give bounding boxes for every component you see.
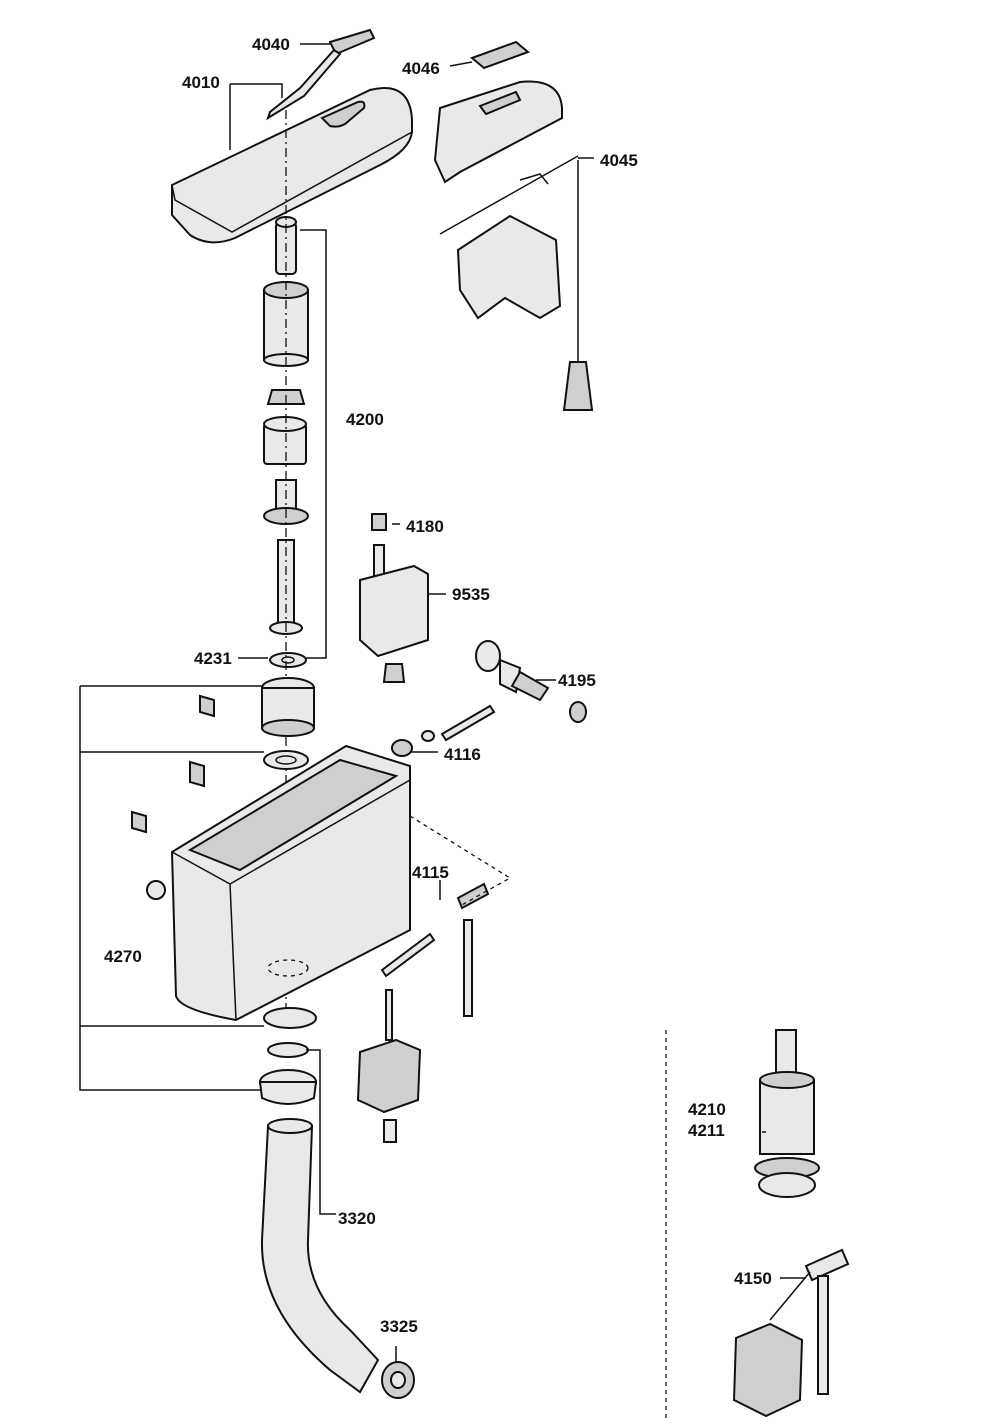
label-9535: 9535 [452,585,490,604]
inlet-connector [380,882,490,1017]
label-4150: 4150 [734,1269,772,1288]
label-4116: 4116 [444,745,481,764]
label-4200: 4200 [346,410,384,429]
label-3325: 3325 [380,1317,418,1336]
pull-chain-lid-variant [433,80,594,411]
tank-spud [261,677,315,770]
leader-4200-bracket [300,229,327,659]
label-4180: 4180 [406,517,444,536]
leader-lines [79,43,806,1362]
flush-pipe [260,1118,380,1394]
label-4270: 4270 [104,947,142,966]
cistern-tank [170,744,411,1022]
label-4046: 4046 [402,59,440,78]
label-4210: 4210 [688,1100,726,1119]
cistern-lid [171,87,413,244]
float-assembly [356,989,422,1143]
flush-lever [266,28,376,121]
outlet-seals [258,1007,318,1105]
fill-valve-variant [732,1248,850,1418]
supply-pipe [391,704,496,757]
mounting-brackets [131,694,215,900]
label-4211: 4211 [688,1121,725,1140]
label-4195: 4195 [558,671,596,690]
angle-stop-valve [475,640,587,723]
label-4045: 4045 [600,151,638,170]
flush-valve-variant [754,1029,820,1198]
label-3320: 3320 [338,1209,376,1228]
pipe-nut [381,1361,415,1399]
label-4040: 4040 [252,35,290,54]
label-4115: 4115 [412,863,449,882]
fill-valve-assembly [359,513,429,683]
cover-plate [470,40,530,70]
label-4231: 4231 [194,649,232,668]
label-4010: 4010 [182,73,220,92]
